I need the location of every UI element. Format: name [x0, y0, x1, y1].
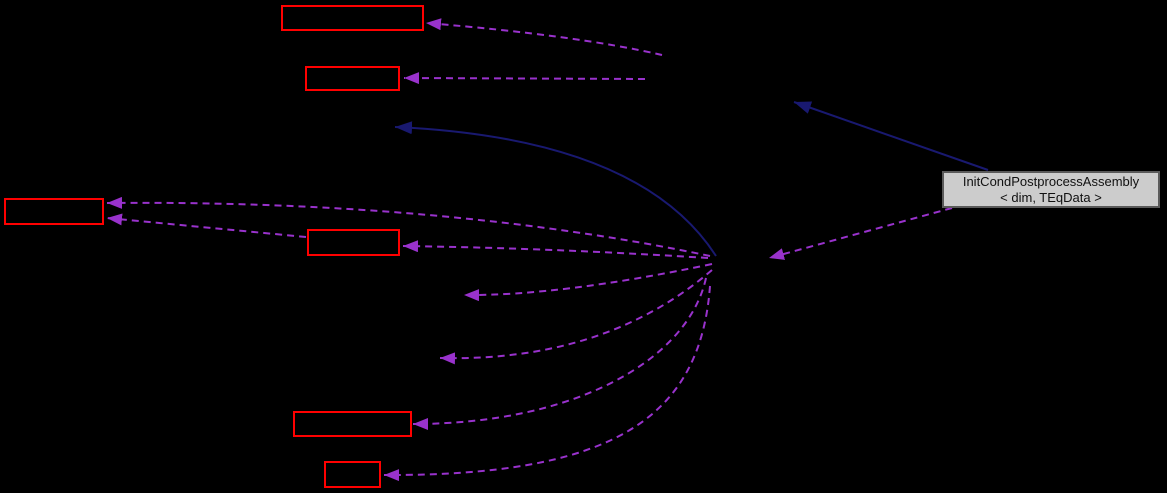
main-class-name: InitCondPostprocessAssembly: [962, 173, 1140, 189]
usage-edge-center-to-node-c: [106, 196, 711, 257]
usage-edge-center-to-hidden-1: [463, 263, 713, 302]
inheritance-edge-center-to-left: [394, 121, 717, 257]
unlabeled-class-node-1[interactable]: [281, 5, 424, 31]
usage-edge-main-to-center: [768, 207, 953, 260]
unlabeled-class-node-3[interactable]: [4, 198, 104, 225]
main-class-template-args: < dim, TEqData >: [1000, 189, 1102, 205]
usage-edge-node-d-to-node-c: [106, 213, 307, 238]
usage-edge-to-node-b: [403, 72, 646, 85]
usage-edge-to-node-a: [425, 18, 663, 56]
unlabeled-class-node-5[interactable]: [293, 411, 412, 437]
unlabeled-class-node-6[interactable]: [324, 461, 381, 488]
unlabeled-class-node-4[interactable]: [307, 229, 400, 256]
unlabeled-class-node-2[interactable]: [305, 66, 400, 91]
main-class-node: InitCondPostprocessAssembly < dim, TEqDa…: [942, 171, 1160, 208]
usage-edge-center-to-hidden-2: [439, 269, 713, 365]
inheritance-edge-main-to-top: [793, 101, 989, 171]
usage-edge-center-to-node-e: [412, 277, 707, 430]
usage-edge-center-to-node-f: [383, 285, 711, 482]
usage-edge-center-to-node-d: [402, 240, 709, 259]
